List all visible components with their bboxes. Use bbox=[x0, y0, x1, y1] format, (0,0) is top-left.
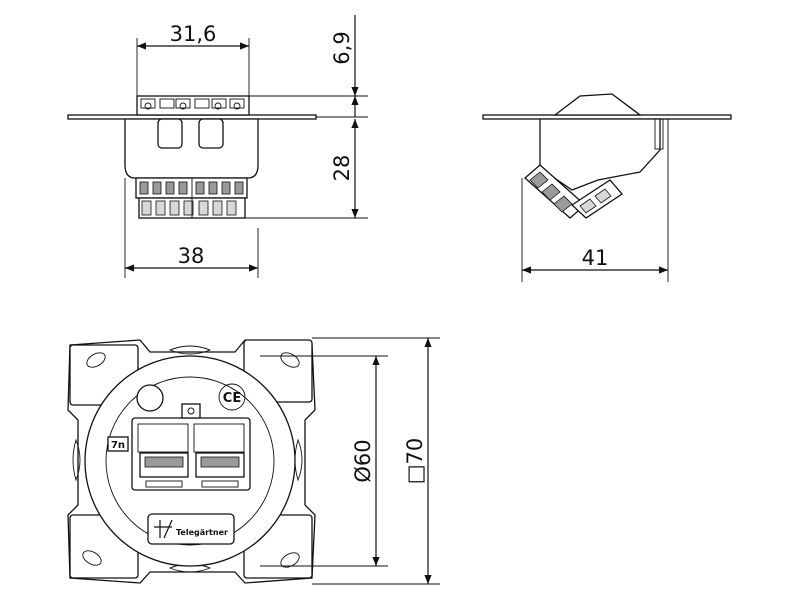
module-badge: 7n bbox=[107, 436, 129, 452]
ce-mark-label: CE bbox=[223, 391, 241, 406]
side-angled-connector bbox=[524, 164, 623, 219]
brand-plate: Telegärtner bbox=[147, 513, 235, 545]
dim-front-body-height: 28 bbox=[245, 119, 368, 219]
side-top-cap bbox=[553, 93, 642, 116]
ce-mark-icon: CE bbox=[218, 383, 246, 411]
telegaertner-logo-icon bbox=[154, 519, 173, 539]
dim-side-depth: 41 bbox=[521, 119, 669, 282]
plan-blank-hole bbox=[136, 384, 164, 412]
front-connector-block bbox=[135, 177, 248, 219]
plan-jack-panel bbox=[131, 403, 251, 491]
dim-front-top-width-label: 31,6 bbox=[170, 22, 217, 46]
brand-label: Telegärtner bbox=[176, 528, 228, 537]
dim-plan-diameter-label: Ø60 bbox=[351, 439, 375, 482]
dim-plan-square: □70 bbox=[312, 337, 440, 585]
dim-front-top-height: 6,9 bbox=[249, 15, 368, 118]
side-view: 41 bbox=[482, 93, 732, 282]
front-jack-right bbox=[198, 118, 224, 149]
dim-front-body-width-label: 38 bbox=[178, 244, 205, 268]
dim-side-depth-label: 41 bbox=[582, 246, 609, 270]
front-housing bbox=[124, 118, 259, 179]
dim-plan-diameter: Ø60 bbox=[260, 355, 388, 567]
module-badge-label: 7n bbox=[111, 440, 125, 451]
dim-front-top-width: 31,6 bbox=[136, 22, 250, 96]
plan-inner-ring bbox=[105, 376, 275, 546]
plan-view: CE 7n bbox=[67, 337, 440, 585]
side-housing bbox=[539, 118, 661, 191]
dim-front-body-width: 38 bbox=[124, 178, 259, 278]
dim-front-body-height-label: 28 bbox=[330, 155, 354, 182]
rj45-port-right bbox=[195, 452, 245, 488]
front-jack-left bbox=[157, 118, 183, 149]
front-top-cover bbox=[136, 95, 250, 116]
front-top-slots bbox=[140, 98, 245, 110]
rj45-port-left bbox=[139, 452, 189, 488]
front-view: 31,6 6,9 28 38 bbox=[67, 15, 368, 278]
dim-front-top-height-label: 6,9 bbox=[330, 31, 354, 64]
dim-plan-square-label: □70 bbox=[403, 438, 427, 485]
side-latch bbox=[654, 118, 664, 150]
